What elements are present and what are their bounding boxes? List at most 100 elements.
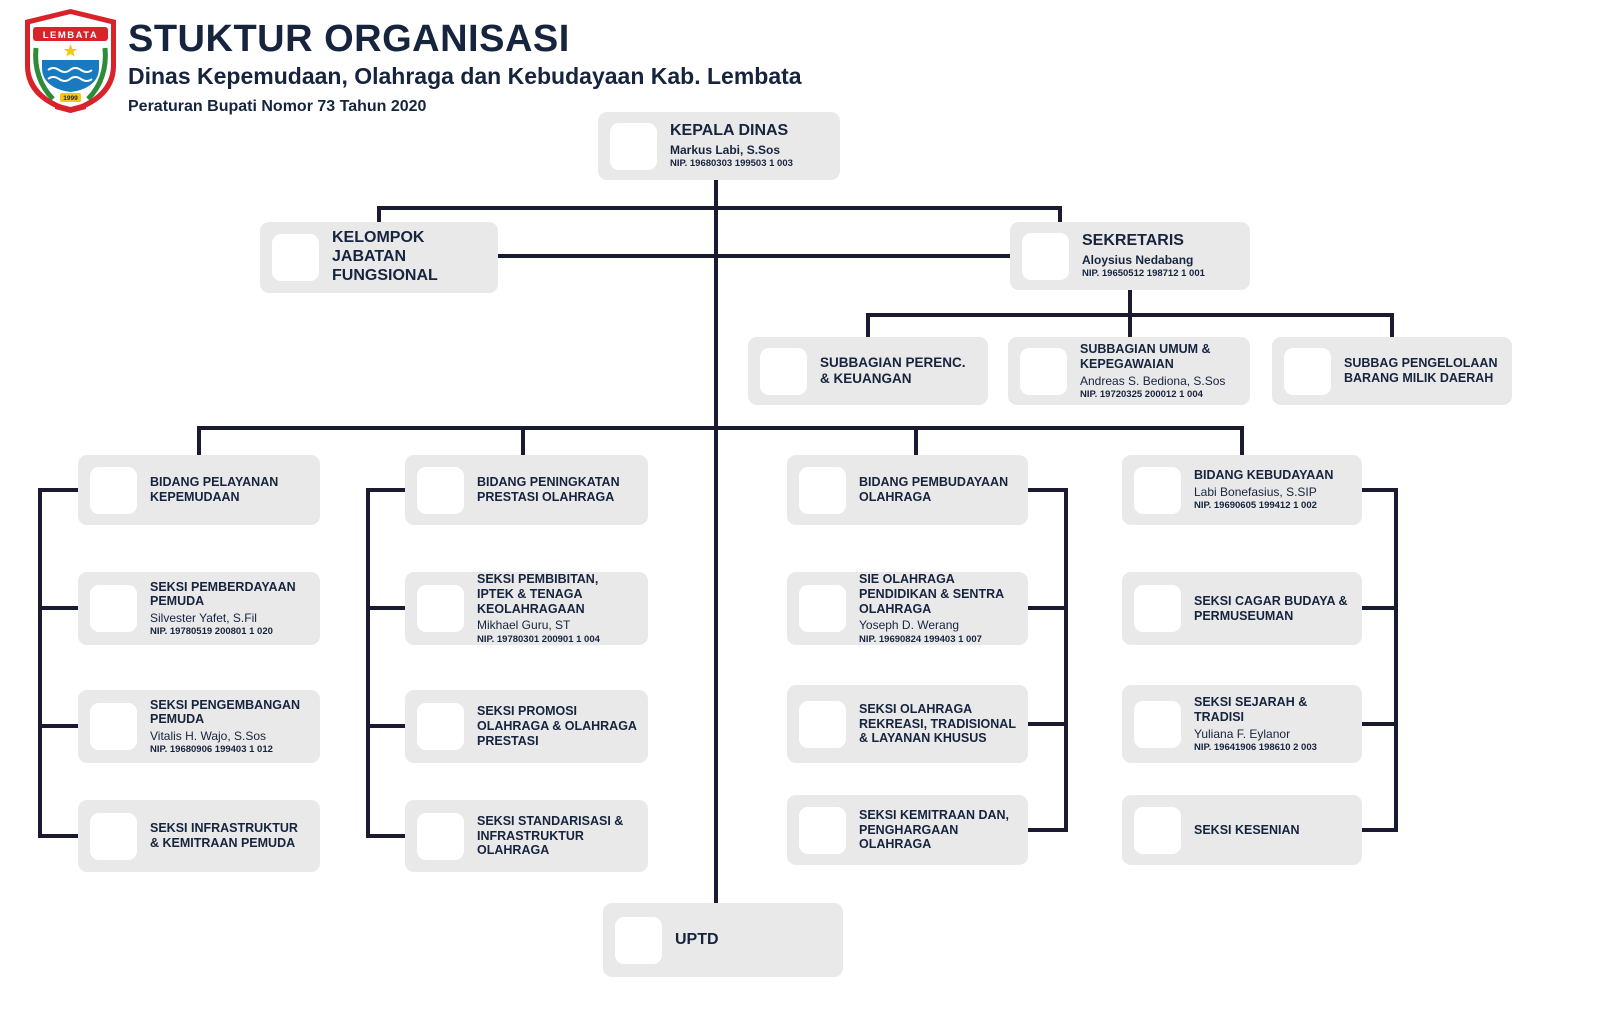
org-node-seksi-sejarah-tradisi: SEKSI SEJARAH & TRADISI Yuliana F. Eylan… [1122, 685, 1362, 763]
connector-line [377, 206, 381, 222]
node-title: SEKSI PROMOSI OLAHRAGA & OLAHRAGA PRESTA… [477, 704, 637, 748]
photo-placeholder [1134, 466, 1181, 514]
node-title: SEKSI SEJARAH & TRADISI [1194, 695, 1308, 724]
org-node-seksi-kesenian: SEKSI KESENIAN [1122, 795, 1362, 865]
org-node-seksi-pengembangan-pemuda: SEKSI PENGEMBANGAN PEMUDA Vitalis H. Waj… [78, 690, 320, 763]
org-node-seksi-olahraga-rekreasi: SEKSI OLAHRAGA REKREASI, TRADISIONAL & L… [787, 685, 1028, 763]
node-person-name: Aloysius Nedabang [1082, 253, 1194, 268]
logo-year-plate [60, 93, 81, 102]
node-nip: NIP. 19780301 200901 1 004 [477, 633, 600, 645]
page-subtitle: Dinas Kepemudaan, Olahraga dan Kebudayaa… [128, 63, 802, 89]
node-nip: NIP. 19690605 199412 1 002 [1194, 500, 1317, 512]
connector-line [1394, 488, 1398, 832]
node-nip: NIP. 19780519 200801 1 020 [150, 626, 273, 638]
photo-placeholder [417, 812, 464, 860]
connector-line [377, 206, 1062, 210]
star-icon [63, 44, 78, 57]
node-nip: NIP. 19720325 200012 1 004 [1080, 388, 1203, 400]
node-title: BIDANG PENINGKATAN PRESTASI OLAHRAGA [477, 475, 620, 504]
node-title: SEKRETARIS [1082, 232, 1184, 250]
connector-line [521, 426, 525, 455]
photo-placeholder [90, 585, 137, 632]
node-title: SEKSI INFRASTRUKTUR & KEMITRAAN PEMUDA [150, 821, 298, 850]
connector-line [1362, 488, 1398, 492]
org-node-subbag-pengelolaan-barang: SUBBAG PENGELOLAAN BARANG MILIK DAERAH [1272, 337, 1512, 405]
photo-placeholder [610, 122, 657, 170]
connector-line [498, 254, 1010, 258]
node-person-name: Yoseph D. Werang [859, 618, 960, 633]
node-title: SEKSI KESENIAN [1194, 822, 1300, 837]
photo-placeholder [417, 703, 464, 750]
photo-placeholder [1020, 347, 1067, 395]
connector-line [1128, 290, 1132, 315]
node-title: BIDANG PELAYANAN KEPEMUDAAN [150, 475, 279, 504]
node-person-name: Labi Bonefasius, S.SIP [1194, 485, 1317, 500]
photo-placeholder [1022, 232, 1069, 280]
node-title: SEKSI STANDARISASI & INFRASTRUKTUR OLAHR… [477, 813, 624, 858]
connector-line [1028, 828, 1068, 832]
garland-right [86, 47, 108, 101]
connector-line [1362, 828, 1398, 832]
node-person-name: Silvester Yafet, S.Fil [150, 611, 257, 626]
node-person-name: Mikhael Guru, ST [477, 618, 571, 633]
connector-line [366, 488, 405, 492]
connector-line [1064, 488, 1068, 832]
node-title: SEKSI KEMITRAAN DAN, PENGHARGAAN OLAHRAG… [859, 807, 1010, 852]
photo-placeholder [90, 703, 137, 750]
node-title: KELOMPOK JABATAN FUNGSIONAL [332, 229, 438, 284]
node-title: SEKSI PEMBERDAYAAN PEMUDA [150, 579, 296, 609]
org-node-sekretaris: SEKRETARIS Aloysius Nedabang NIP. 196505… [1010, 222, 1250, 290]
logo-year-text: 1999 [63, 95, 78, 102]
connector-line [1362, 722, 1398, 726]
connector-line [1028, 722, 1068, 726]
photo-placeholder [799, 466, 846, 514]
connector-line [866, 313, 870, 337]
node-title: SUBBAG PENGELOLAAN BARANG MILIK DAERAH [1344, 356, 1498, 385]
logo-banner [33, 27, 108, 41]
photo-placeholder [1284, 347, 1331, 395]
node-person-name: Markus Labi, S.Sos [670, 143, 781, 158]
connector-line [914, 426, 918, 455]
photo-placeholder [799, 806, 846, 854]
org-node-seksi-standarisasi-infrastruktur: SEKSI STANDARISASI & INFRASTRUKTUR OLAHR… [405, 800, 648, 872]
regulation-note: Peraturan Bupati Nomor 73 Tahun 2020 [128, 98, 427, 115]
org-node-seksi-kemitraan-penghargaan: SEKSI KEMITRAAN DAN, PENGHARGAAN OLAHRAG… [787, 795, 1028, 865]
node-title: UPTD [675, 930, 719, 948]
connector-line [366, 488, 370, 838]
connector-line [38, 488, 78, 492]
connector-center-vertical [714, 180, 718, 903]
logo-banner-text: LEMBATA [43, 30, 99, 41]
org-node-seksi-infrastruktur-kemitraan-pemuda: SEKSI INFRASTRUKTUR & KEMITRAAN PEMUDA [78, 800, 320, 872]
connector-line [1128, 313, 1132, 337]
logo-ribbon [55, 103, 86, 113]
node-nip: NIP. 19650512 198712 1 001 [1082, 268, 1205, 280]
connector-line [1362, 606, 1398, 610]
org-node-bidang-pembudayaan-olahraga: BIDANG PEMBUDAYAAN OLAHRAGA [787, 455, 1028, 525]
connector-line [38, 834, 78, 838]
connector-line [38, 606, 78, 610]
connector-line [366, 834, 405, 838]
org-node-seksi-pemberdayaan-pemuda: SEKSI PEMBERDAYAAN PEMUDA Silvester Yafe… [78, 572, 320, 645]
org-node-seksi-cagar-budaya: SEKSI CAGAR BUDAYA & PERMUSEUMAN [1122, 572, 1362, 645]
photo-placeholder [1134, 806, 1181, 854]
org-node-kepala-dinas: KEPALA DINAS Markus Labi, S.Sos NIP. 196… [598, 112, 840, 180]
photo-placeholder [417, 466, 464, 514]
connector-line [1240, 426, 1244, 455]
org-node-uptd: UPTD [603, 903, 843, 977]
org-node-bidang-pelayanan-kepemudaan: BIDANG PELAYANAN KEPEMUDAAN [78, 455, 320, 525]
lembata-crest-logo: LEMBATA 1999 [25, 9, 116, 113]
node-nip: NIP. 19680303 199503 1 003 [670, 158, 793, 170]
connector-line [1058, 206, 1062, 222]
node-nip: NIP. 19690824 199403 1 007 [859, 633, 982, 645]
org-node-seksi-promosi-olahraga: SEKSI PROMOSI OLAHRAGA & OLAHRAGA PRESTA… [405, 690, 648, 763]
node-person-name: Yuliana F. Eylanor [1194, 726, 1291, 741]
node-title: SEKSI OLAHRAGA REKREASI, TRADISIONAL & L… [859, 701, 1016, 746]
photo-placeholder [417, 585, 464, 632]
photo-placeholder [760, 347, 807, 395]
photo-placeholder [799, 700, 846, 748]
org-node-kelompok-jabatan-fungsional: KELOMPOK JABATAN FUNGSIONAL [260, 222, 498, 293]
org-node-subbagian-umum-kepegawaian: SUBBAGIAN UMUM & KEPEGAWAIAN Andreas S. … [1008, 337, 1250, 405]
photo-placeholder [799, 585, 846, 632]
node-person-name: Vitalis H. Wajo, S.Sos [150, 729, 267, 744]
